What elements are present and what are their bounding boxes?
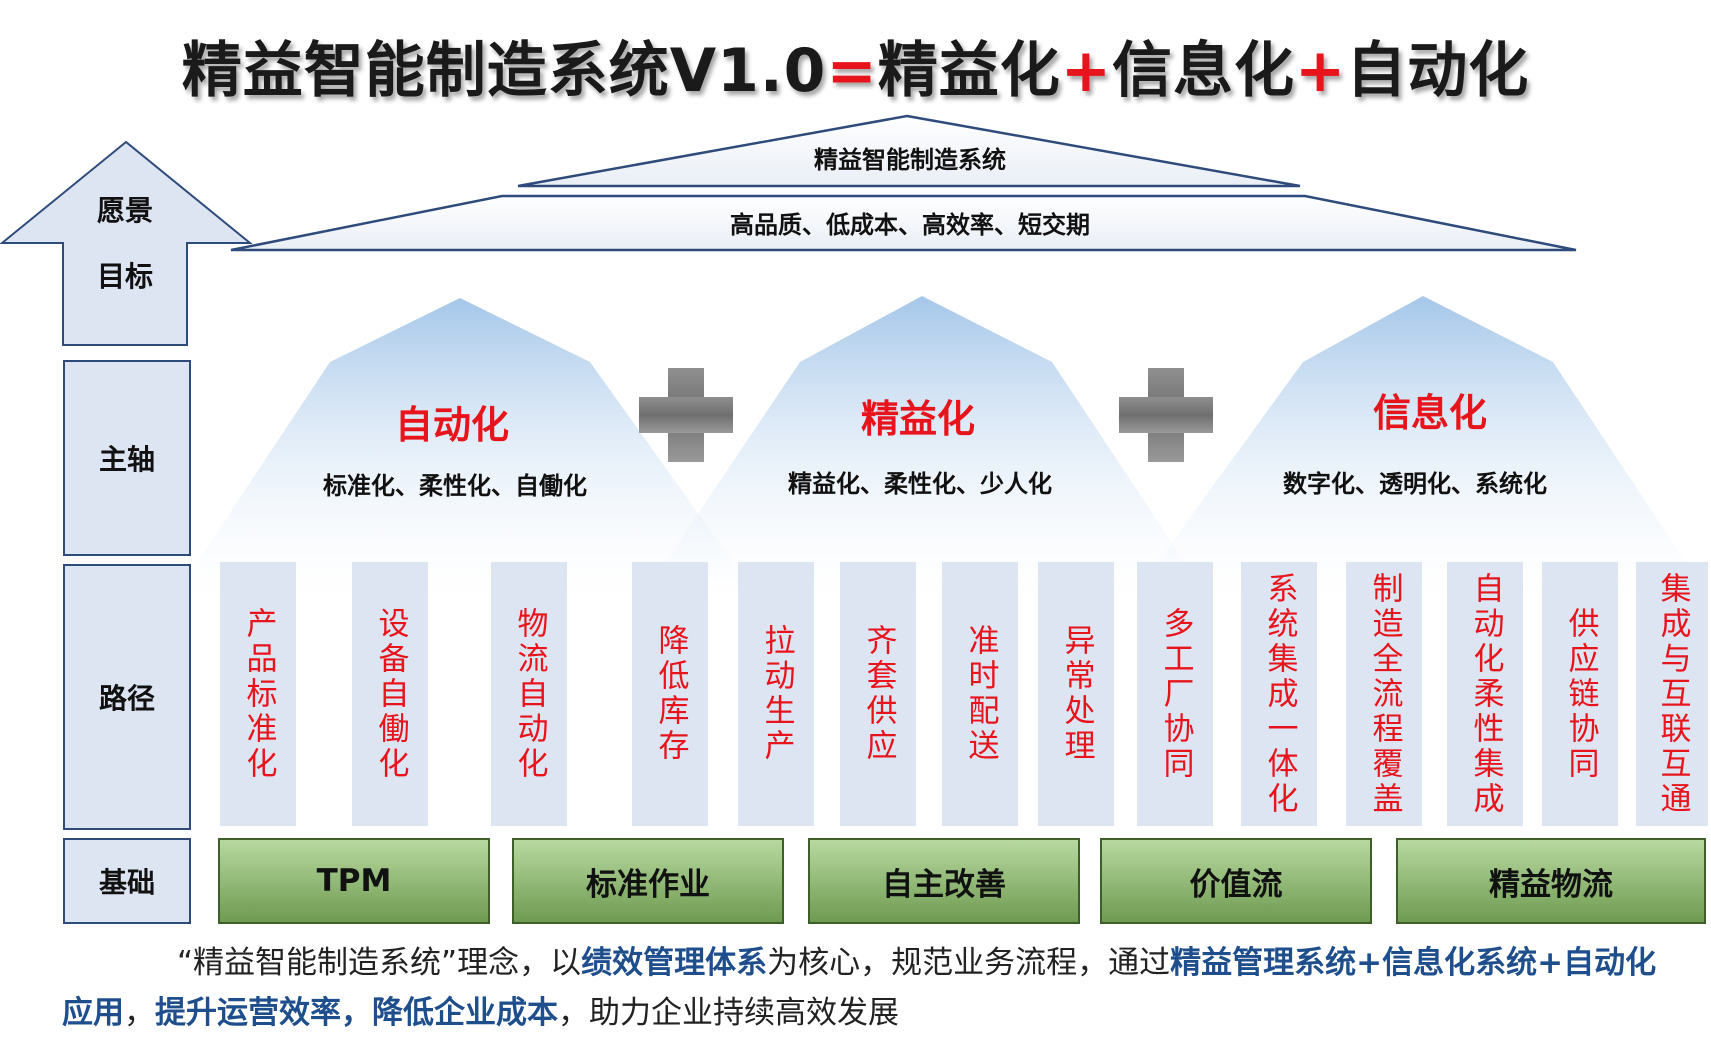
vision-label: 愿景 目标 [63, 178, 187, 310]
title-info: 信息化 [1112, 36, 1295, 106]
path-item: 多工厂协同 [1137, 562, 1213, 826]
path-item: 供应链协同 [1542, 562, 1618, 826]
title-auto: 自动化 [1346, 36, 1530, 106]
title-main: 精益智能制造系统V1.0 [181, 36, 827, 106]
pillar-subtitle-lean: 精益化、柔性化、少人化 [788, 470, 1052, 498]
page-title: 精益智能制造系统V1.0=精益化+信息化+自动化 [0, 22, 1711, 109]
roof-bottom-label: 高品质、低成本、高效率、短交期 [730, 211, 1090, 239]
foundation-tpm: TPM [218, 838, 490, 924]
summary-text: “精益智能制造系统”理念，以绩效管理体系为核心，规范业务流程，通过精益管理系统+… [62, 945, 1657, 1031]
vision-arrow [0, 140, 253, 346]
foundation-value-stream: 价值流 [1100, 838, 1372, 924]
title-lean: 精益化 [877, 36, 1061, 106]
path-item: 物流自动化 [491, 562, 567, 826]
row-label-base: 基础 [63, 838, 191, 924]
path-item: 降低库存 [632, 562, 708, 826]
pillar-arrow-lean [640, 296, 1210, 600]
pillar-subtitle-info: 数字化、透明化、系统化 [1283, 470, 1547, 498]
pillar-arrow-info [1130, 296, 1711, 600]
roof-upper [517, 114, 1301, 188]
roof-top-label: 精益智能制造系统 [814, 146, 1006, 174]
path-item: 拉动生产 [738, 562, 814, 826]
pillar-title-lean: 精益化 [860, 397, 975, 441]
row-label-axis: 主轴 [63, 360, 191, 556]
roof-lower [230, 194, 1577, 252]
vision-label-line1: 愿景 [96, 194, 153, 227]
path-item: 系统集成一体化 [1241, 562, 1317, 826]
plus-icon-1 [639, 368, 733, 462]
path-item: 产品标准化 [220, 562, 296, 826]
foundation-kaizen: 自主改善 [808, 838, 1080, 924]
pillar-subtitle-automation: 标准化、柔性化、自働化 [323, 472, 587, 500]
title-plus-2: + [1295, 36, 1347, 106]
path-item: 制造全流程覆盖 [1346, 562, 1422, 826]
title-plus-1: + [1060, 36, 1112, 106]
path-item: 自动化柔性集成 [1447, 562, 1523, 826]
vision-label-line2: 目标 [96, 260, 153, 293]
path-item: 异常处理 [1038, 562, 1114, 826]
path-item: 集成与互联互通 [1636, 562, 1708, 826]
path-item: 准时配送 [942, 562, 1018, 826]
pillar-arrow-automation [172, 298, 760, 600]
foundation-lean-logistics: 精益物流 [1396, 838, 1706, 924]
path-item: 齐套供应 [840, 562, 916, 826]
path-item: 设备自働化 [352, 562, 428, 826]
plus-icon-2 [1119, 368, 1213, 462]
title-equals: = [826, 36, 878, 106]
pillar-title-automation: 自动化 [394, 403, 509, 447]
foundation-standard-work: 标准作业 [512, 838, 784, 924]
pillar-title-info: 信息化 [1372, 391, 1487, 435]
row-label-path: 路径 [63, 564, 191, 830]
